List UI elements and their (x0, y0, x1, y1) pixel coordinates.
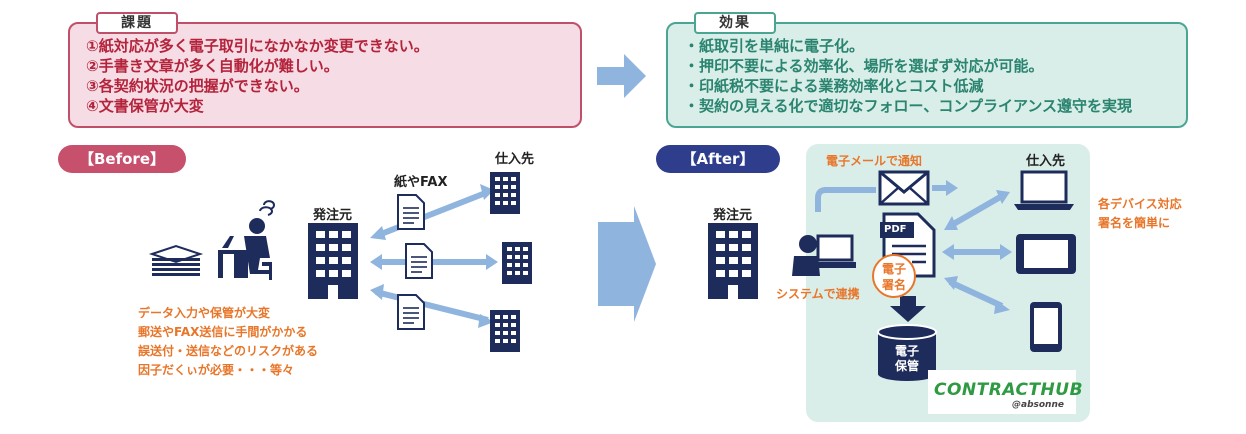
before-problem-item: 因子だくぃが必要・・・等々 (138, 363, 295, 377)
right-arrow-icon (598, 206, 656, 322)
after-orderer-label: 発注元 (713, 208, 753, 223)
issue-item: ①紙対応が多く電子取引になかなか変更できない。 (86, 37, 429, 55)
pc-user-icon (792, 234, 856, 276)
right-arrow-icon (597, 54, 646, 98)
issues-list: ①紙対応が多く電子取引になかなか変更できない。 ②手書き文章が多く自動化が難しい… (86, 36, 429, 116)
down-arrow-icon (890, 296, 926, 322)
paper-document-icon (405, 243, 433, 279)
before-flow-arrows (370, 184, 498, 328)
storage-cylinder-icon (877, 324, 937, 381)
after-supplier-label: 仕入先 (1026, 154, 1066, 169)
before-problem-item: データ入力や保管が大変 (138, 306, 271, 320)
stressed-worker-icon (218, 200, 275, 280)
after-label: 【After】 (656, 145, 780, 173)
supplier-building-icon (490, 310, 520, 352)
paper-fax-label: 紙やFAX (394, 175, 448, 190)
orderer-building-icon (308, 223, 358, 299)
paper-document-icon (397, 194, 425, 230)
effect-item: ・印紙税不要による業務効率化とコスト低減 (684, 77, 984, 95)
before-problems-list: データ入力や保管が大変 郵送やFAX送信に手間がかかる 誤送付・送信などのリスク… (138, 304, 318, 380)
smartphone-icon (1030, 302, 1062, 352)
supplier-building-icon (490, 172, 520, 214)
e-signature-badge: 電子 署名 (872, 254, 916, 298)
paper-document-icon (397, 294, 425, 330)
device-note-line: 署名を簡単に (1098, 216, 1171, 230)
issues-title: 課題 (96, 12, 178, 34)
e-storage-line: 電子 (894, 344, 919, 358)
envelope-icon (878, 170, 930, 206)
effect-item: ・紙取引を単純に電子化。 (684, 37, 865, 55)
e-signature-line: 電子 (881, 262, 906, 276)
e-storage-line: 保管 (894, 359, 919, 373)
orderer-building-icon (708, 223, 758, 299)
effects-title: 効果 (694, 12, 776, 34)
device-note: 各デバイス対応 署名を簡単に (1098, 195, 1182, 233)
logo-main-text: CONTRACTHUB (934, 380, 1084, 400)
logo-sub-text: @absonne (1012, 400, 1064, 410)
issues-box (68, 22, 582, 128)
email-notice-label: 電子メールで通知 (826, 154, 923, 168)
before-label: 【Before】 (58, 145, 186, 173)
pdf-label: PDF (884, 224, 907, 235)
effects-box (666, 22, 1188, 128)
device-note-line: 各デバイス対応 (1098, 197, 1182, 211)
effect-item: ・契約の見える化で適切なフォロー、コンプライアンス遵守を実現 (684, 97, 1133, 115)
effects-list: ・紙取引を単純に電子化。 ・押印不要による効率化、場所を選ばず対応が可能。 ・印… (684, 36, 1132, 116)
issue-item: ②手書き文章が多く自動化が難しい。 (86, 57, 339, 75)
issue-item: ③各契約状況の把握ができない。 (86, 77, 309, 95)
before-supplier-label: 仕入先 (495, 152, 535, 167)
tablet-icon (1016, 234, 1076, 274)
e-storage-label: 電子 保管 (884, 344, 930, 374)
supplier-building-icon (502, 242, 532, 284)
email-flow-line (815, 187, 876, 212)
issue-item: ④文書保管が大変 (86, 97, 204, 115)
before-orderer-label: 発注元 (313, 208, 353, 223)
before-problem-item: 誤送付・送信などのリスクがある (138, 344, 319, 358)
system-link-label: システムで連携 (776, 287, 860, 301)
effect-item: ・押印不要による効率化、場所を選ばず対応が可能。 (684, 57, 1044, 75)
laptop-icon (1014, 170, 1074, 210)
document-stack-icon (148, 244, 204, 276)
before-problem-item: 郵送やFAX送信に手間がかかる (138, 325, 308, 339)
contracthub-logo (928, 370, 1076, 414)
e-signature-line: 署名 (881, 278, 906, 292)
after-flow-arrows (932, 180, 1012, 314)
